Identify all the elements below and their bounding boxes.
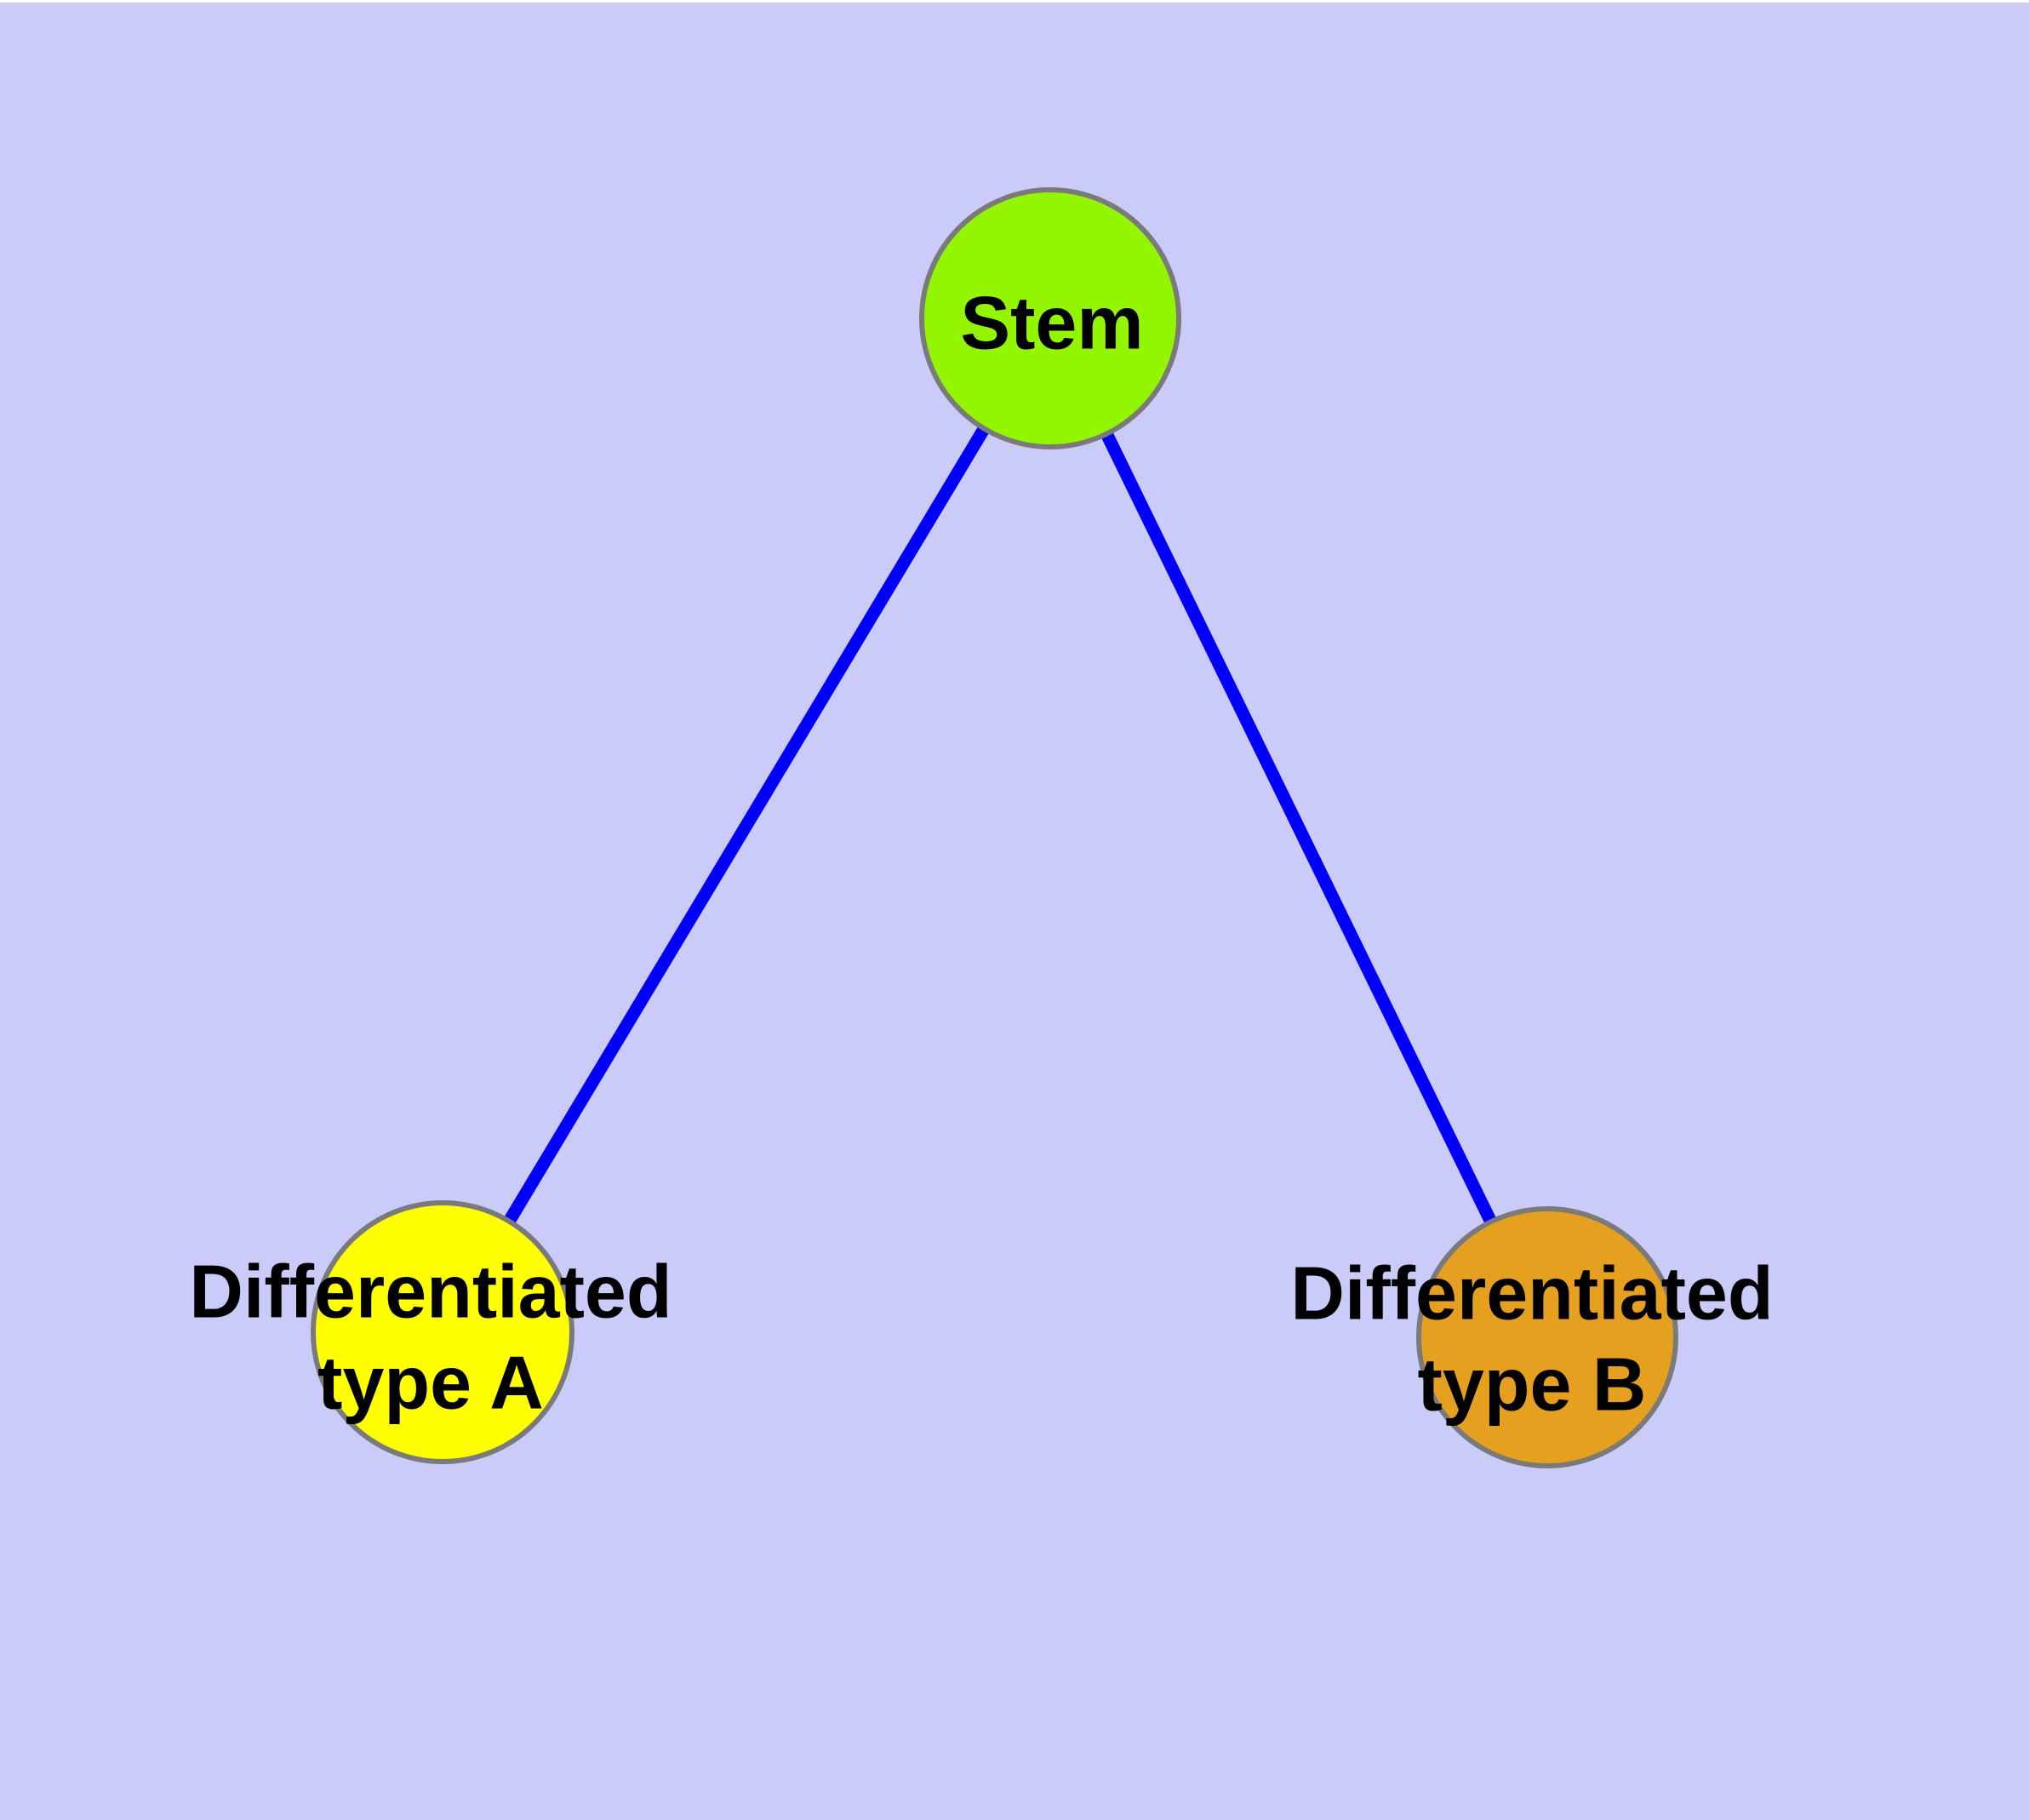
node-type-b-label: Differentiated type B [1290,1248,1773,1431]
node-label-text: Stem [960,280,1144,365]
plot-area: Stem Differentiated type A Differentiate… [0,3,2029,1820]
node-type-b-circle [1416,1206,1678,1468]
edge-stem-to-type-a [437,315,1056,1336]
edge-stem-to-type-b [1044,315,1553,1341]
node-label-text: type A [317,1341,544,1425]
node-label-text: type B [1417,1342,1647,1427]
node-type-a-circle [311,1200,574,1464]
node-label-text: Differentiated [1290,1251,1774,1336]
graph-canvas [311,187,1678,1468]
node-stem-circle [919,187,1181,449]
node-type-a-label: Differentiated type A [189,1246,672,1429]
node-label-text: Differentiated [189,1249,672,1334]
node-stem-label: Stem [960,277,1143,368]
